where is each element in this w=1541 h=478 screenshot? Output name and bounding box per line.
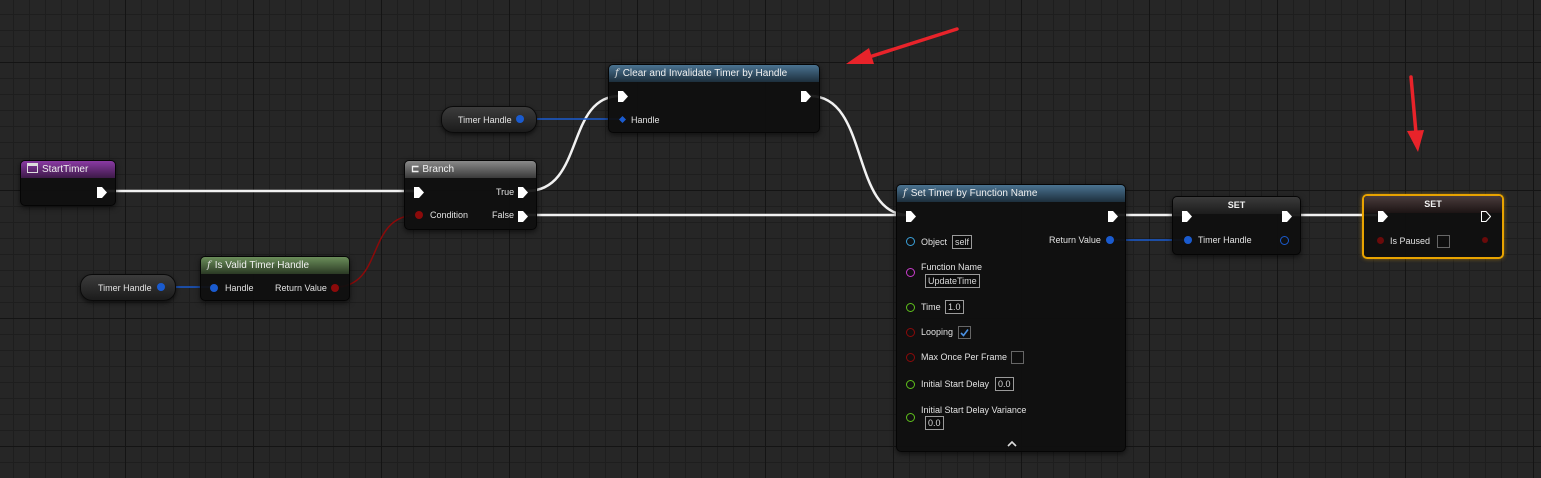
function-name-label: Function Name [921, 262, 983, 272]
initial-variance-in-pin[interactable] [906, 413, 915, 422]
initial-variance-label: Initial Start Delay Variance [921, 405, 1027, 415]
set-timer-handle-node[interactable]: SET Timer Handle [1172, 196, 1301, 255]
timer-handle-getter-upper[interactable]: Timer Handle [441, 106, 537, 133]
start-timer-exec-out[interactable] [97, 187, 107, 198]
checkmark-icon [960, 329, 969, 337]
time-in-pin[interactable] [906, 303, 915, 312]
function-name-field[interactable]: UpdateTime [925, 274, 980, 288]
set-paused-header: SET [1364, 196, 1502, 213]
is-paused-label: Is Paused [1390, 236, 1431, 246]
start-timer-title: StartTimer [42, 164, 89, 175]
function-icon: f [903, 188, 907, 199]
initial-variance-field[interactable]: 0.0 [925, 416, 944, 430]
is-paused-out-pin[interactable] [1482, 237, 1488, 243]
handle-in-label: Handle [631, 115, 660, 125]
branch-true-label: True [496, 187, 515, 197]
object-value-field[interactable]: self [952, 235, 973, 249]
timer-handle-label: Timer Handle [1198, 235, 1252, 245]
set-handle-header: SET [1173, 197, 1300, 214]
function-icon: f [207, 260, 211, 271]
looping-in-pin[interactable] [906, 328, 915, 337]
initial-delay-in-pin[interactable] [906, 380, 915, 389]
branch-node[interactable]: ⊏Branch True Condition False [404, 160, 537, 230]
annotation-arrow-clear-timer [846, 27, 959, 64]
set-handle-exec-out[interactable] [1282, 211, 1292, 222]
max-once-label: Max Once Per Frame [921, 352, 1008, 362]
exec-wire-clear-to-settimer [809, 94, 909, 217]
start-timer-node[interactable]: StartTimer [20, 160, 116, 206]
is-paused-in-pin[interactable] [1377, 237, 1384, 244]
handle-in-label: Handle [225, 283, 254, 293]
handle-in-pin[interactable] [619, 116, 626, 123]
return-value-out-pin[interactable] [1106, 236, 1114, 244]
timer-handle-label: Timer Handle [98, 283, 152, 293]
set-timer-title: Set Timer by Function Name [910, 188, 1038, 199]
timer-handle-out-pin[interactable] [1280, 236, 1289, 245]
clear-timer-title: Clear and Invalidate Timer by Handle [622, 68, 788, 79]
branch-title: Branch [422, 164, 455, 175]
return-value-label: Return Value [1049, 235, 1101, 245]
clear-timer-exec-out[interactable] [801, 91, 811, 102]
handle-in-pin[interactable] [210, 284, 218, 292]
timer-handle-getter-lower[interactable]: Timer Handle [80, 274, 176, 301]
set-paused-exec-in[interactable] [1378, 211, 1388, 222]
return-value-label: Return Value [275, 283, 327, 293]
looping-checkbox[interactable] [958, 326, 971, 339]
set-handle-exec-in[interactable] [1182, 211, 1192, 222]
condition-in-pin[interactable] [415, 211, 423, 219]
object-in-pin[interactable] [906, 237, 915, 246]
branch-exec-in[interactable] [414, 187, 424, 198]
start-timer-header: StartTimer [21, 161, 115, 178]
max-once-checkbox[interactable] [1011, 351, 1024, 364]
exec-wire-true-to-clear [526, 94, 621, 193]
max-once-in-pin[interactable] [906, 353, 915, 362]
looping-label: Looping [921, 327, 954, 337]
is-valid-title: Is Valid Timer Handle [214, 260, 309, 271]
branch-false-exec-out[interactable] [518, 211, 528, 222]
timer-handle-out-pin[interactable] [516, 115, 524, 123]
time-field[interactable]: 1.0 [945, 300, 964, 314]
timer-handle-label: Timer Handle [458, 115, 512, 125]
collapse-chevron-icon[interactable] [1007, 440, 1017, 447]
time-label: Time [921, 302, 941, 312]
condition-label: Condition [430, 210, 469, 220]
set-is-paused-node[interactable]: SET Is Paused [1362, 194, 1504, 259]
set-paused-exec-out[interactable] [1481, 211, 1491, 222]
set-handle-title: SET [1227, 200, 1246, 210]
timer-handle-out-pin[interactable] [157, 283, 165, 291]
branch-true-exec-out[interactable] [518, 187, 528, 198]
set-paused-title: SET [1424, 199, 1442, 209]
initial-delay-label: Initial Start Delay [921, 379, 990, 389]
object-label: Object [921, 237, 948, 247]
annotation-arrow-set-paused [1407, 75, 1424, 152]
function-name-in-pin[interactable] [906, 268, 915, 277]
function-icon: f [615, 68, 619, 79]
branch-header: ⊏Branch [405, 161, 536, 178]
return-value-out-pin[interactable] [331, 284, 339, 292]
set-timer-exec-in[interactable] [906, 211, 916, 222]
branch-icon: ⊏ [411, 164, 420, 175]
branch-false-label: False [492, 210, 515, 220]
set-timer-exec-out[interactable] [1108, 211, 1118, 222]
clear-timer-exec-in[interactable] [618, 91, 628, 102]
initial-delay-field[interactable]: 0.0 [995, 377, 1014, 391]
event-icon [27, 163, 38, 173]
timer-handle-in-pin[interactable] [1184, 236, 1192, 244]
is-paused-checkbox[interactable] [1437, 235, 1450, 248]
